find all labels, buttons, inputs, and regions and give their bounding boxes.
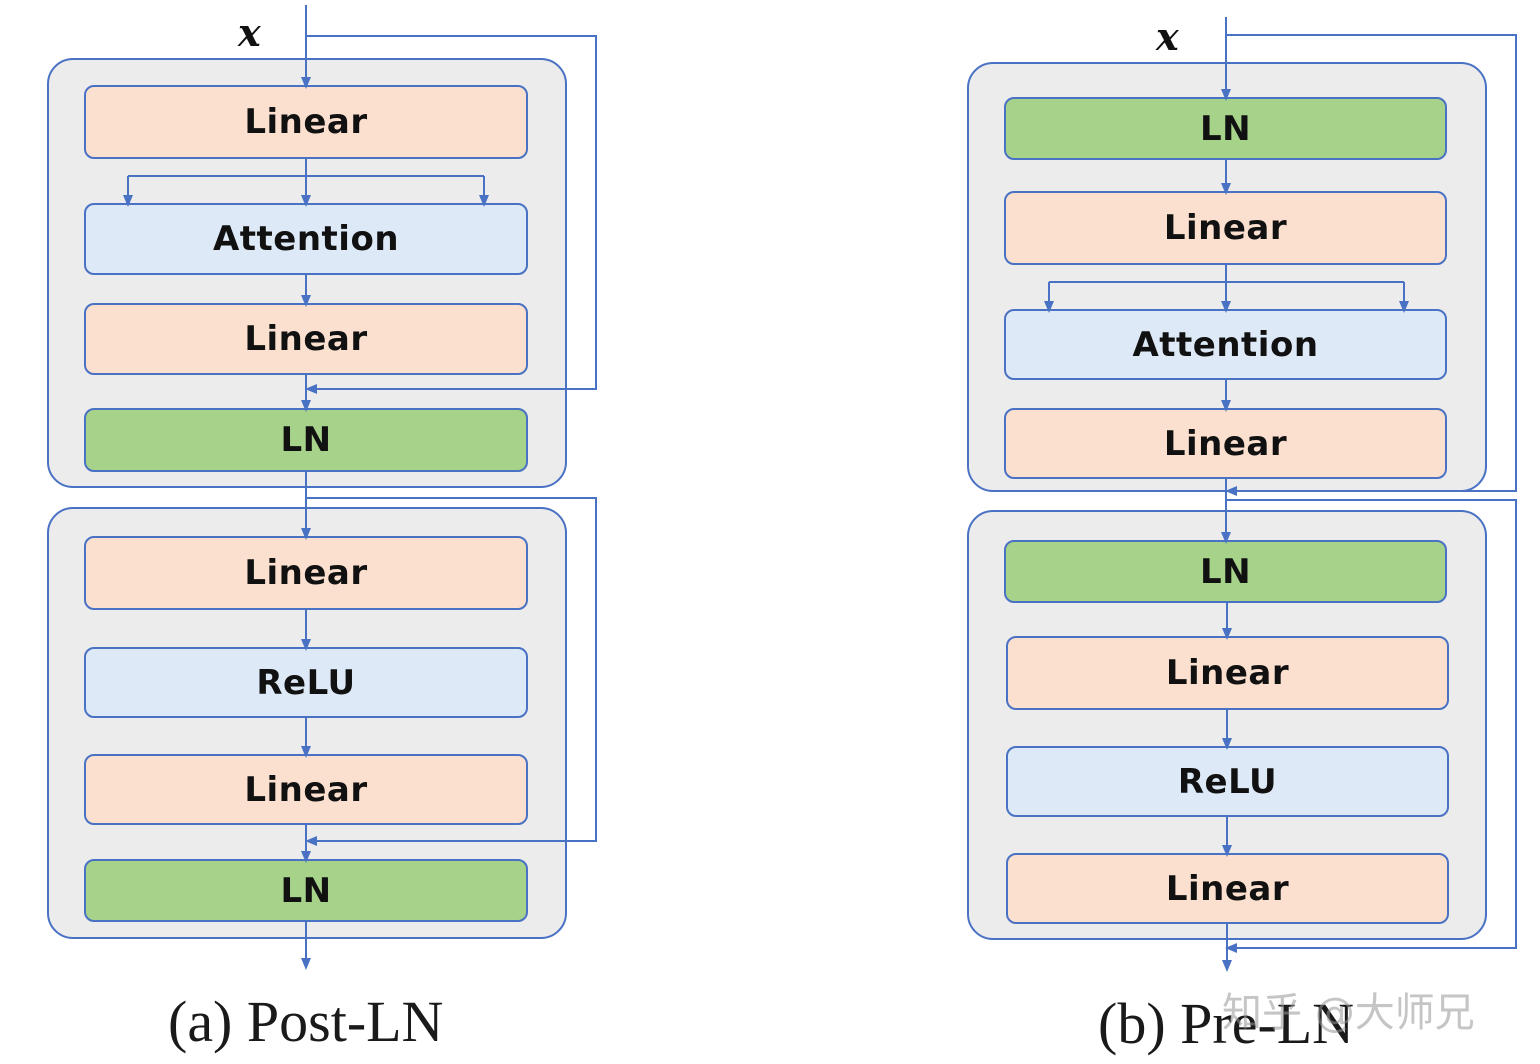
post-ln-input-x: x — [238, 10, 261, 55]
pre-ln-ffn-linear-in-block: Linear — [1006, 636, 1449, 710]
post-ln-caption: (a) Post-LN — [168, 989, 444, 1054]
post-ln-norm-block-1: LN — [84, 408, 528, 472]
pre-ln-input-x: x — [1156, 14, 1179, 59]
post-ln-attention-block: Attention — [84, 203, 528, 275]
post-ln-linear-out-block: Linear — [84, 303, 528, 375]
pre-ln-linear-in-block: Linear — [1004, 191, 1447, 265]
watermark-text: 知乎 @大师兄 — [1222, 990, 1475, 1036]
pre-ln-attention-block: Attention — [1004, 309, 1447, 380]
pre-ln-caption: (b) Pre-LN — [1098, 991, 1355, 1056]
post-ln-relu-block: ReLU — [84, 647, 528, 718]
pre-ln-ffn-linear-out-block: Linear — [1006, 853, 1449, 924]
pre-ln-linear-out-block: Linear — [1004, 408, 1447, 479]
pre-ln-relu-block: ReLU — [1006, 746, 1449, 817]
post-ln-ffn-linear-out-block: Linear — [84, 754, 528, 825]
post-ln-ffn-linear-in-block: Linear — [84, 536, 528, 610]
post-ln-norm-block-2: LN — [84, 859, 528, 922]
pre-ln-norm-block-2: LN — [1004, 540, 1447, 603]
pre-ln-norm-block-1: LN — [1004, 97, 1447, 160]
post-ln-linear-in-block: Linear — [84, 85, 528, 159]
